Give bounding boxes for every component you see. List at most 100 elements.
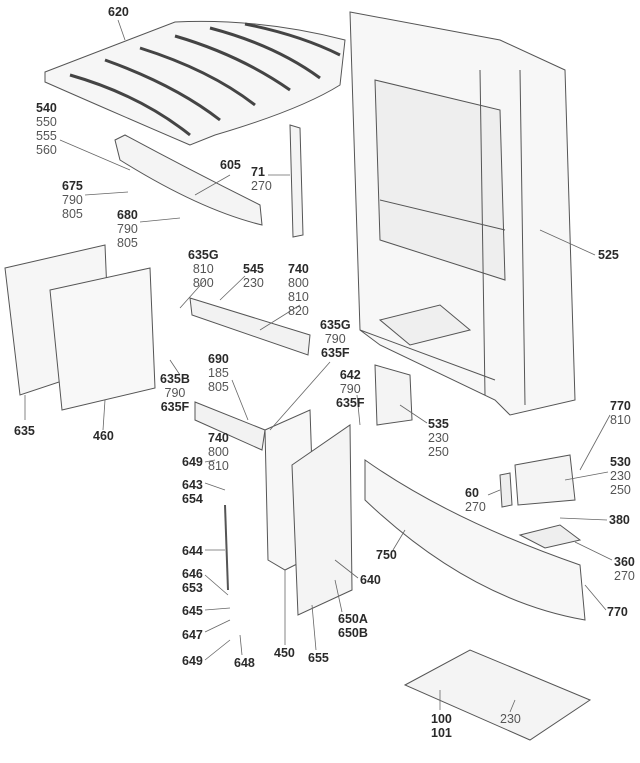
part-number: 805 [208, 380, 229, 394]
part-number: 620 [108, 5, 129, 19]
part-number: 810 [208, 459, 229, 473]
part-number: 60 [465, 486, 479, 500]
part-number: 650A [338, 612, 368, 626]
part-number: 790 [324, 332, 346, 346]
part-number: 770 [610, 399, 631, 413]
part-number: 230 [243, 276, 264, 290]
callout-648: 648 [234, 656, 255, 670]
part-number: 680 [117, 208, 138, 222]
callout-649: 649 [182, 455, 203, 469]
roof-panel-620 [44, 20, 346, 146]
part-number: 71 [251, 165, 265, 179]
frame-525 [349, 11, 576, 416]
strip-71 [289, 124, 304, 238]
part-number: 810 [288, 290, 309, 304]
part-number: 545 [243, 262, 264, 276]
plate-60 [499, 472, 513, 508]
callout-525: 525 [598, 248, 619, 262]
part-number: 644 [182, 544, 203, 558]
part-number: 270 [251, 179, 272, 193]
part-number: 635B [160, 372, 190, 386]
part-number: 230 [500, 712, 521, 726]
part-number: 250 [610, 483, 631, 497]
part-number: 645 [182, 604, 203, 618]
part-number: 635F [321, 346, 350, 360]
part-number: 649 [182, 455, 203, 469]
leader-lines [24, 19, 613, 713]
part-number: 810 [192, 262, 214, 276]
part-number: 270 [465, 500, 486, 514]
callout-605: 605 [220, 158, 241, 172]
bracket-535 [374, 364, 413, 426]
part-number: 535 [428, 417, 449, 431]
part-number: 740 [288, 262, 309, 276]
side-panel-460 [49, 267, 156, 411]
callout-644: 644 [182, 544, 203, 558]
part-number: 525 [598, 248, 619, 262]
part-number: 100 [431, 712, 452, 726]
part-number: 380 [609, 513, 630, 527]
callout-230: 230 [500, 712, 521, 726]
bracket-530 [514, 454, 576, 506]
part-number: 642 [339, 368, 361, 382]
tray-100 [403, 649, 592, 741]
part-number: 740 [208, 431, 229, 445]
part-number: 550 [36, 115, 57, 129]
callout-450: 450 [274, 646, 295, 660]
part-number: 790 [117, 222, 138, 236]
door-640 [291, 424, 353, 616]
part-number: 805 [117, 236, 138, 250]
part-number: 800 [192, 276, 214, 290]
callout-645: 645 [182, 604, 203, 618]
callout-640: 640 [360, 573, 381, 587]
callout-770-2: 770 [607, 605, 628, 619]
part-number: 650B [338, 626, 368, 640]
part-number: 635G [320, 318, 351, 332]
part-number: 250 [428, 445, 449, 459]
part-number: 101 [431, 726, 452, 740]
callout-647: 647 [182, 628, 203, 642]
part-number: 790 [62, 193, 83, 207]
part-number: 648 [234, 656, 255, 670]
part-number: 653 [182, 581, 203, 595]
part-number: 675 [62, 179, 83, 193]
part-number: 635F [336, 396, 365, 410]
part-number: 750 [376, 548, 397, 562]
part-number: 360 [614, 555, 635, 569]
part-number: 647 [182, 628, 203, 642]
part-number: 820 [288, 304, 309, 318]
part-number: 230 [428, 431, 449, 445]
part-number: 646 [182, 567, 203, 581]
callout-750: 750 [376, 548, 397, 562]
part-number: 790 [339, 382, 361, 396]
callout-460: 460 [93, 429, 114, 443]
callout-380: 380 [609, 513, 630, 527]
part-number: 810 [610, 413, 631, 427]
part-number: 640 [360, 573, 381, 587]
part-number: 649 [182, 654, 203, 668]
part-number: 770 [607, 605, 628, 619]
callout-635: 635 [14, 424, 35, 438]
part-number: 800 [208, 445, 229, 459]
part-number: 555 [36, 129, 57, 143]
part-number: 635G [188, 248, 219, 262]
bumper-750 [364, 459, 586, 621]
rail-545 [189, 297, 311, 356]
